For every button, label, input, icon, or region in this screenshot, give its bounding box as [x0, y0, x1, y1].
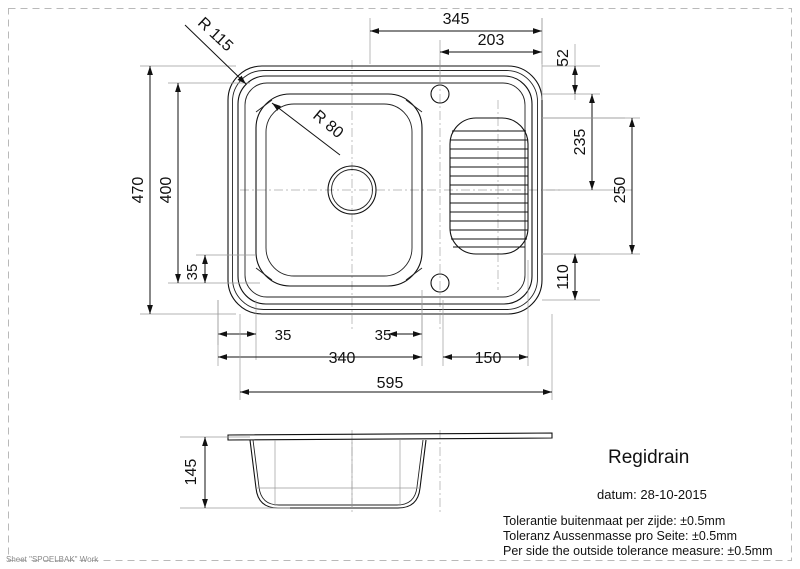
dim-left-inner-label: 400 — [158, 177, 175, 204]
dim-top-overall-label: 345 — [443, 11, 470, 28]
sink-section-view — [227, 432, 553, 509]
dimension-right-bottom: 110 — [542, 253, 600, 301]
tolerance-note-de: Toleranz Aussenmasse pro Seite: ±0.5mm — [503, 529, 737, 543]
dim-bottom-overall-label: 595 — [377, 375, 404, 392]
dim-bottom-mid-offset-label: 35 — [375, 327, 392, 344]
dimension-right-upper: 235 — [542, 94, 632, 191]
dimension-top-overall: 345 — [369, 11, 543, 64]
drain-board-grooves — [450, 130, 528, 248]
dim-side-depth-label: 145 — [183, 459, 200, 486]
dimension-bottom-bowl: 340 — [217, 300, 423, 367]
radius-leader-outer: R 115 — [184, 14, 247, 85]
dim-right-upper-label: 235 — [572, 129, 589, 156]
dimension-bottom-overall: 595 — [239, 314, 553, 400]
dimension-top-inner: 203 — [439, 32, 542, 86]
dim-right-lower-label: 250 — [612, 177, 629, 204]
dim-top-edge-label: 52 — [555, 49, 572, 67]
dim-right-bottom-label: 110 — [555, 264, 572, 290]
dim-left-offset-label: 35 — [184, 264, 201, 281]
dimension-bottom-drain: 150 — [442, 260, 529, 367]
dim-top-inner-label: 203 — [478, 32, 505, 49]
sink-plan-view — [227, 65, 543, 315]
drawing-date: datum: 28-10-2015 — [597, 487, 707, 502]
product-title: Regidrain — [608, 447, 689, 468]
tolerance-note-nl: Tolerantie buitenmaat per zijde: ±0.5mm — [503, 514, 725, 528]
dimension-right-lower: 250 — [542, 117, 640, 255]
dimension-left-inner: 400 — [158, 82, 260, 284]
dim-bottom-left-offset-label: 35 — [275, 327, 292, 344]
dim-left-overall-label: 470 — [130, 177, 147, 204]
tolerance-note-en: Per side the outside tolerance measure: … — [503, 544, 773, 558]
dim-bottom-drain-label: 150 — [475, 350, 502, 367]
sheet-frame — [8, 8, 792, 561]
dimension-bottom-left-offset: 35 — [217, 300, 292, 360]
dimension-side-depth: 145 — [180, 436, 290, 509]
dimension-bottom-mid-offset: 35 — [375, 290, 423, 344]
dimension-left-offset: 35 — [184, 254, 256, 283]
dim-bottom-bowl-label: 340 — [329, 350, 356, 367]
dimension-left-overall: 470 — [130, 65, 236, 315]
radius-leader-inner: R 80 — [271, 102, 346, 156]
radius-inner-label: R 80 — [309, 107, 346, 142]
radius-outer-label: R 115 — [194, 14, 236, 55]
dimension-top-edge: 52 — [541, 18, 600, 100]
sheet-footer-note: Sheet "SPOELBAK" Work — [6, 555, 99, 564]
